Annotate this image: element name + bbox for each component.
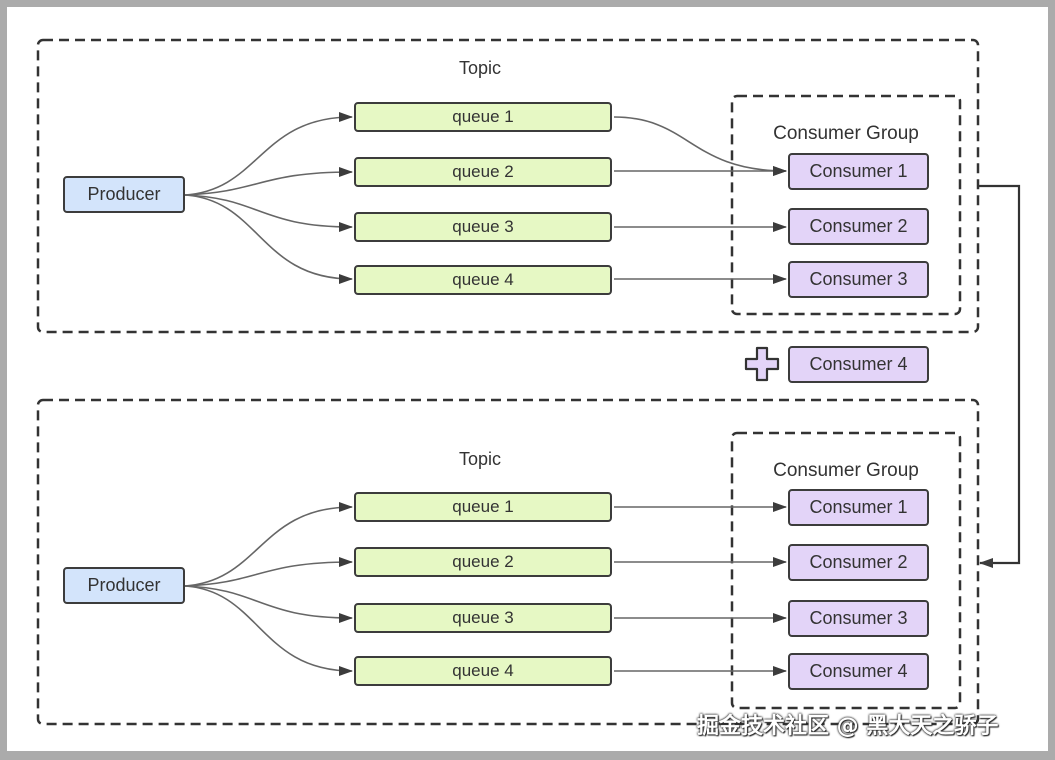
queue-node-3-top: queue 3 <box>354 212 612 242</box>
queue-node-2-bottom: queue 2 <box>354 547 612 577</box>
edge-producer-queue-4-bottom <box>184 585 353 676</box>
consumer-node-2-top: Consumer 2 <box>788 208 929 245</box>
consumer-node-2-bottom: Consumer 2 <box>788 544 929 581</box>
edge-producer-queue-2-bottom <box>184 557 353 587</box>
queue-node-4-bottom: queue 4 <box>354 656 612 686</box>
queue-node-4-top: queue 4 <box>354 265 612 295</box>
added-consumer-node: Consumer 4 <box>788 346 929 383</box>
edge-producer-queue-1-bottom <box>184 502 353 587</box>
producer-node-bottom: Producer <box>63 567 185 604</box>
queue-node-3-bottom: queue 3 <box>354 603 612 633</box>
topic-label-bottom: Topic <box>458 449 502 469</box>
edge-producer-queue-3-top <box>184 194 353 232</box>
edge-producer-queue-3-bottom <box>184 585 353 623</box>
topic-container-bottom <box>36 398 980 726</box>
consumer-node-1-top: Consumer 1 <box>788 153 929 190</box>
queue-node-1-bottom: queue 1 <box>354 492 612 522</box>
watermark: 掘金技术社区 @ 黑大天之骄子 <box>697 714 999 739</box>
consumer-node-1-bottom: Consumer 1 <box>788 489 929 526</box>
edge-producer-queue-4-top <box>184 194 353 284</box>
edge-producer-queue-2-top <box>184 167 353 196</box>
consumer-node-3-top: Consumer 3 <box>788 261 929 298</box>
consumer-node-4-bottom: Consumer 4 <box>788 653 929 690</box>
edge-queue-1-consumer-1-top <box>613 116 787 176</box>
edge-producer-queue-1-top <box>184 112 353 196</box>
consumer-group-container-top <box>730 94 962 316</box>
queue-node-2-top: queue 2 <box>354 157 612 187</box>
consumer-group-label-top: Consumer Group <box>773 123 919 144</box>
consumer-node-3-bottom: Consumer 3 <box>788 600 929 637</box>
consumer-group-label-bottom: Consumer Group <box>773 460 919 481</box>
queue-node-1-top: queue 1 <box>354 102 612 132</box>
transition-connector <box>978 184 1021 568</box>
plus-icon <box>744 346 780 382</box>
consumer-group-container-bottom <box>730 431 962 710</box>
topic-label-top: Topic <box>458 58 502 78</box>
producer-node-top: Producer <box>63 176 185 213</box>
